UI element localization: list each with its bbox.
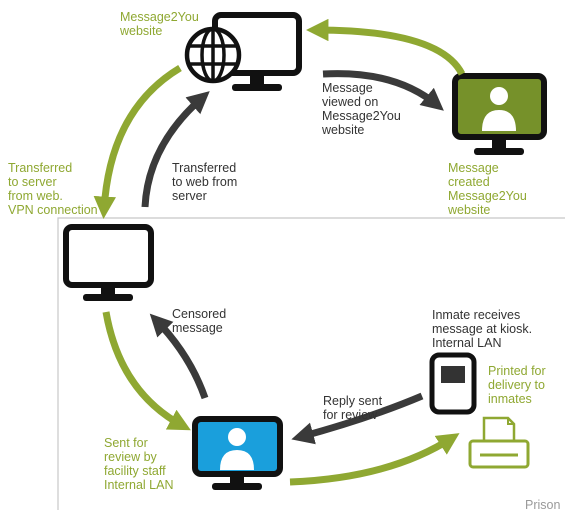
server-monitor-icon bbox=[63, 224, 154, 301]
label-viewed: Message viewed on Message2You website bbox=[322, 81, 401, 137]
label-website: Message2You website bbox=[120, 10, 199, 38]
arrow-server-to-review bbox=[102, 311, 191, 431]
arrow-reply-sent bbox=[291, 392, 424, 445]
prison-boundary bbox=[57, 217, 565, 510]
label-prison: Prison bbox=[525, 498, 561, 512]
arrow-website-viewed bbox=[322, 70, 444, 111]
label-reply-sent: Reply sent for review bbox=[323, 394, 383, 422]
arrow-created-to-website bbox=[306, 18, 466, 76]
arrow-server-to-web bbox=[141, 91, 210, 208]
label-censored: Censored message bbox=[172, 307, 227, 335]
label-transferred-to-web: Transferred to web from server bbox=[172, 161, 238, 203]
label-printed: Printed for delivery to inmates bbox=[488, 364, 546, 406]
arrow-censored bbox=[149, 313, 209, 400]
review-monitor-icon bbox=[192, 416, 283, 490]
message-created-monitor-icon bbox=[452, 73, 547, 155]
label-sent-for-review: Sent for review by facility staff Intern… bbox=[104, 436, 174, 492]
arrow-website-to-server bbox=[93, 64, 182, 219]
arrow-review-to-printer bbox=[289, 433, 460, 486]
printer-icon bbox=[468, 416, 530, 469]
label-inmate-receives: Inmate receives message at kiosk. Intern… bbox=[432, 308, 533, 350]
kiosk-icon bbox=[429, 352, 477, 415]
globe-icon bbox=[184, 26, 242, 84]
label-created: Message created Message2You website bbox=[448, 161, 527, 217]
label-transferred-to-server: Transferred to server from web. VPN conn… bbox=[8, 161, 98, 217]
